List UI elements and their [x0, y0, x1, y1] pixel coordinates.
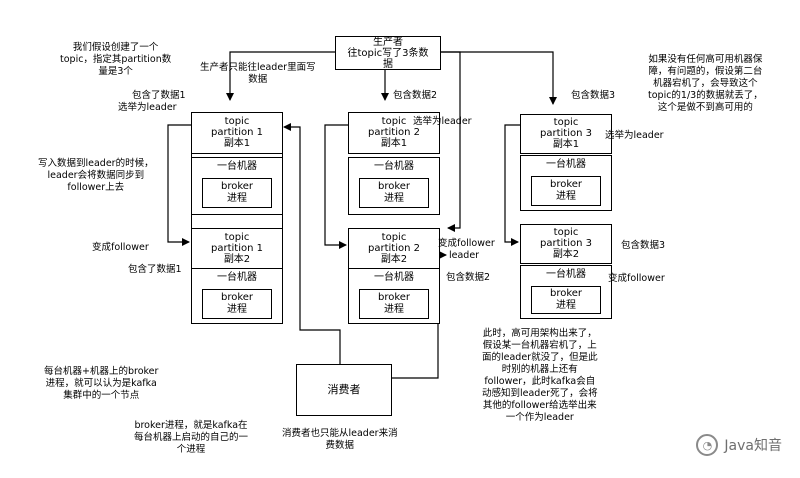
partition-box-p3r2: topic partition 3 副本2 — [520, 224, 612, 264]
note-follower-to-leader: 变成follower > leader — [438, 238, 495, 261]
note-become-follower-1: 变成follower — [92, 242, 149, 253]
consumer-box: 消费者 — [296, 364, 392, 416]
note-producer-only-leader: 生产者只能往leader里面写 数据 — [200, 62, 316, 85]
broker-process-box: broker 进程 — [202, 289, 272, 319]
arrow-producer-to-p1 — [226, 51, 335, 101]
note-elect-leader-1: 选举为leader — [118, 102, 177, 113]
note-contains-data2-bottom: 包含数据2 — [446, 272, 491, 283]
arrow-sync-p1 — [167, 124, 191, 246]
watermark: ◔ Java知音 — [696, 434, 782, 456]
note-contains-data1-bottom: 包含了数据1 — [128, 264, 182, 275]
partition-box-p1r2: topic partition 1 副本2 — [191, 228, 283, 270]
producer-box: 生产者 往topic写了3条数 据 — [335, 36, 441, 70]
arrow-sync-p2 — [324, 124, 348, 249]
broker-process-box: broker 进程 — [531, 176, 601, 206]
partition-box-p3r1: topic partition 3 副本1 — [520, 114, 612, 154]
note-contains-data2-top: 包含数据2 — [393, 90, 438, 101]
machine-box-p3r1: 一台机器 broker 进程 — [520, 155, 612, 211]
note-contains-data3-bottom: 包含数据3 — [621, 240, 666, 251]
machine-box-p1r1: 一台机器 broker 进程 — [191, 157, 283, 215]
partition-box-p2r2: topic partition 2 副本2 — [348, 228, 440, 270]
machine-box-p2r1: 一台机器 broker 进程 — [348, 157, 440, 215]
broker-process-box: broker 进程 — [359, 178, 429, 208]
arrow-producer-to-p2r2 — [436, 51, 461, 232]
machine-box-p1r2: 一台机器 broker 进程 — [191, 268, 283, 324]
partition-box-p1r1: topic partition 1 副本1 — [191, 112, 283, 154]
note-elect-leader-2: 选举为leader — [413, 116, 472, 127]
note-become-follower-3: 变成follower — [608, 273, 665, 284]
arrow-consumer-to-p1 — [283, 123, 341, 365]
chat-bubble-icon: ◔ — [696, 434, 719, 456]
machine-box-p3r2: 一台机器 broker 进程 — [520, 265, 612, 319]
broker-process-box: broker 进程 — [359, 289, 429, 319]
broker-process-box: broker 进程 — [531, 286, 601, 314]
note-consumer-only-leader: 消费者也只能从leader来消 费数据 — [282, 428, 398, 451]
arrow-sync-p3 — [504, 124, 520, 246]
producer-label: 生产者 往topic写了3条数 据 — [347, 37, 429, 70]
arrow-producer-to-p3 — [440, 51, 557, 105]
note-node-definition: 每台机器+机器上的broker 进程，就可以认为是kafka 集群中的一个节点 — [44, 366, 159, 401]
note-assume-topic: 我们假设创建了一个 topic，指定其partition数 量是3个 — [60, 42, 172, 77]
note-broker-definition: broker进程，就是kafka在 每台机器上启动的自己的一 个进程 — [134, 420, 249, 455]
partition-box-p2r1: topic partition 2 副本1 — [348, 112, 440, 154]
note-write-sync: 写入数据到leader的时候， leader会将数据同步到 follower上去 — [38, 158, 154, 193]
note-contains-data3-top: 包含数据3 — [571, 90, 616, 101]
machine-box-p2r2: 一台机器 broker 进程 — [348, 268, 440, 324]
note-failover-explanation: 此时，高可用架构出来了， 假设某一台机器宕机了，上 面的leader就没了，但是… — [482, 328, 598, 423]
note-contains-data1-top: 包含了数据1 — [132, 90, 186, 101]
note-no-high-availability: 如果没有任何高可用机器保 障，有问题的，假设第二台 机器宕机了，会导致这个 to… — [648, 54, 763, 113]
broker-process-box: broker 进程 — [202, 178, 272, 208]
note-elect-leader-3: 选举为leader — [605, 130, 664, 141]
